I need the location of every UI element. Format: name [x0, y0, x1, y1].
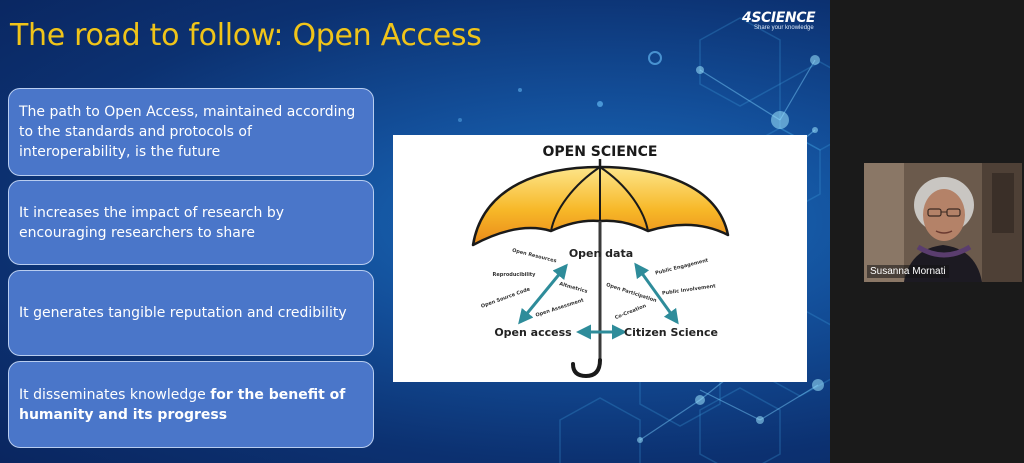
slide-title: The road to follow: Open Access: [10, 18, 482, 53]
term-open-source-code: Open Source Code: [480, 286, 531, 310]
shared-slide: The road to follow: Open Access 4SCIENCE…: [0, 0, 830, 463]
point-card-interoperability: The path to Open Access, maintained acco…: [8, 88, 374, 176]
point-card-reputation: It generates tangible reputation and cre…: [8, 270, 374, 356]
point-card-text: It generates tangible reputation and cre…: [19, 305, 347, 321]
participant-name-label: Susanna Mornati: [867, 265, 949, 278]
arrow-data-to-citizen: [634, 262, 679, 325]
open-science-diagram: OPEN SCIENCE Open data Open access: [393, 135, 807, 382]
point-card-text-regular: It disseminates knowledge: [19, 386, 211, 403]
logo-name: 4SCIENCE: [742, 10, 816, 26]
term-altmetrics: Altmetrics: [558, 281, 588, 295]
term-open-assessment: Open Assessment: [535, 297, 585, 318]
point-card-text-bold: for the benefit of humanity and its prog…: [19, 386, 346, 423]
term-open-resources: Open Resources: [511, 248, 557, 265]
term-co-creation: Co-Creation: [614, 303, 647, 321]
point-card-impact: It increases the impact of research by e…: [8, 180, 374, 265]
point-card-text: It increases the impact of research by e…: [19, 204, 285, 241]
point-card-text: The path to Open Access, maintained acco…: [19, 104, 356, 160]
point-card-text: It disseminates knowledge for the benefi…: [19, 385, 363, 425]
open-data-label: Open data: [569, 247, 633, 260]
logo-tagline: Share your knowledge: [754, 25, 814, 31]
term-reproducibility: Reproducibility: [493, 272, 537, 278]
open-science-title: OPEN SCIENCE: [542, 144, 657, 160]
4science-logo: 4SCIENCE Share your knowledge: [742, 10, 826, 32]
term-public-engagement: Public Engagement: [655, 257, 710, 276]
participant-video-feed: [864, 163, 1022, 282]
open-access-label: Open access: [494, 326, 572, 339]
term-public-involvement: Public Involvement: [662, 283, 717, 297]
arrow-data-to-access: [518, 263, 568, 325]
participant-video-tile[interactable]: Susanna Mornati: [864, 163, 1022, 282]
citizen-science-label: Citizen Science: [624, 326, 718, 339]
point-card-knowledge: It disseminates knowledge for the benefi…: [8, 361, 374, 448]
